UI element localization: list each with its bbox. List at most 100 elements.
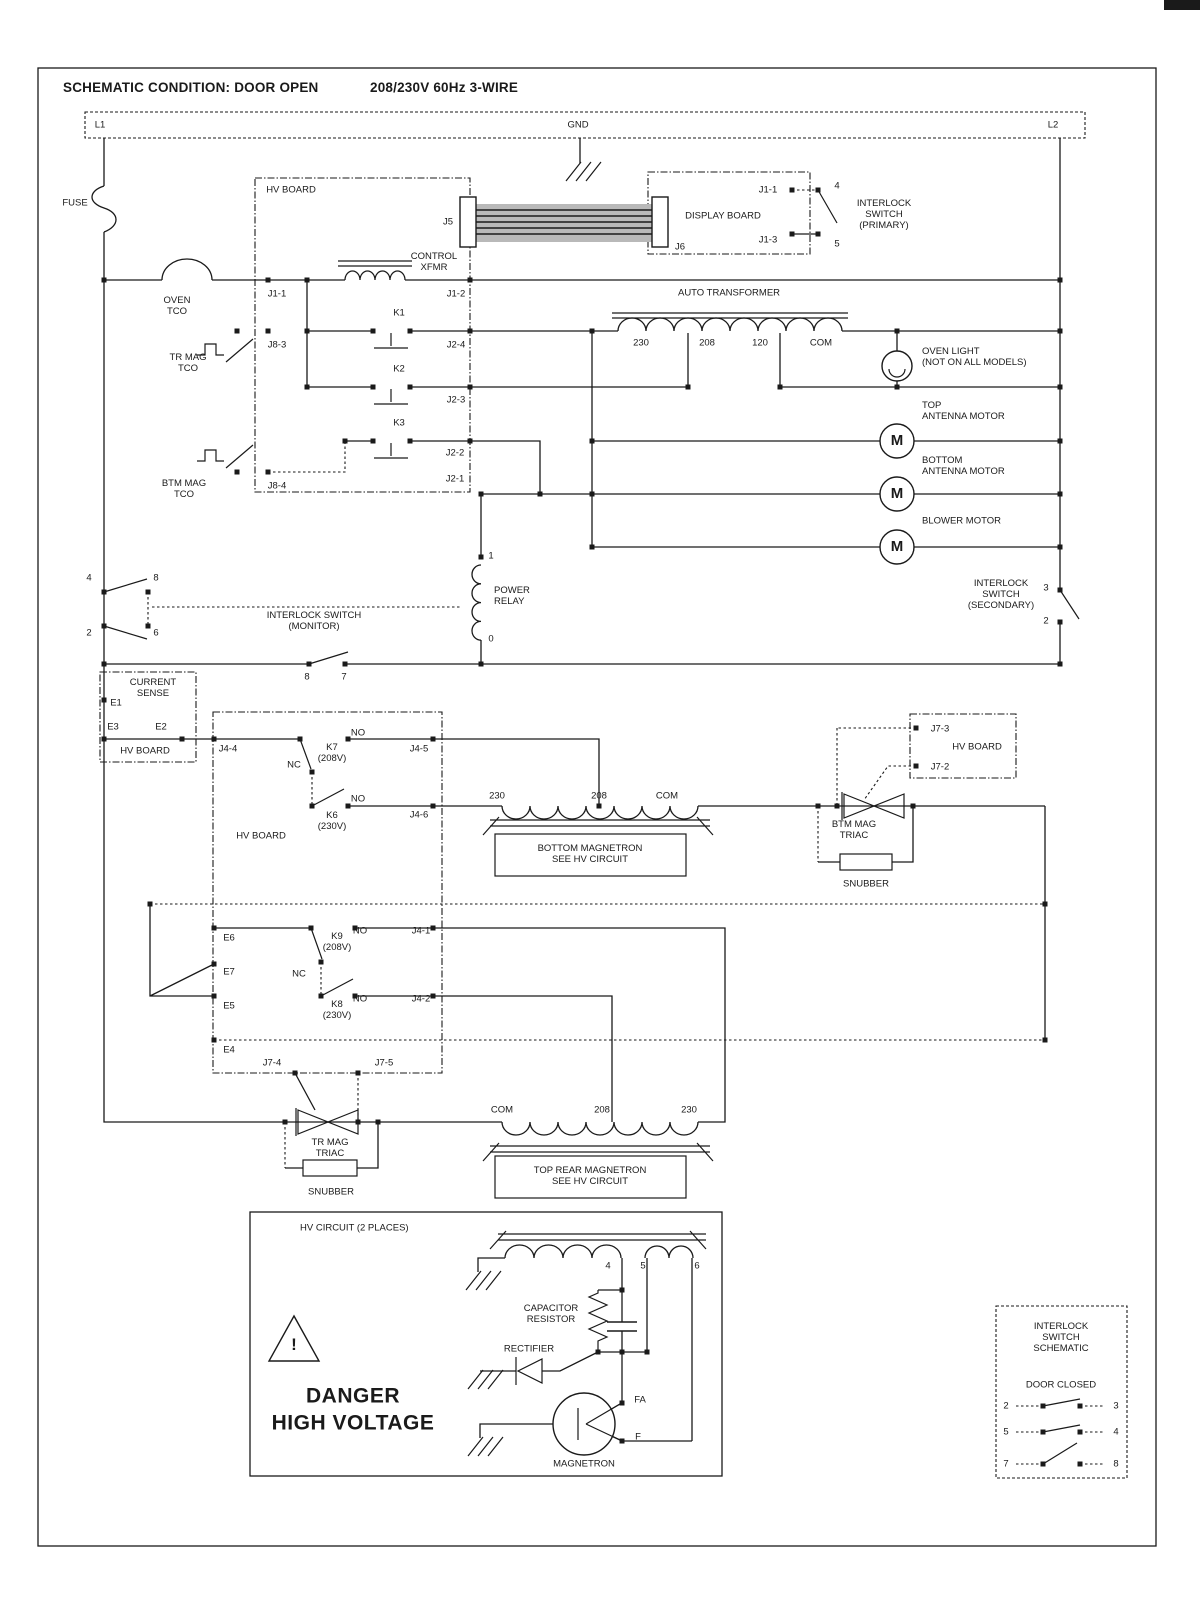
blower-motor-symbol: [879, 529, 915, 565]
label-ilk-4: 4: [86, 572, 92, 584]
label-j7-4: J7-4: [262, 1057, 282, 1069]
label-k6: K6 (230V): [317, 809, 347, 832]
label-relay-1: 1: [488, 550, 494, 562]
label-relay-0: 0: [488, 633, 494, 645]
label-auto-transformer: AUTO TRANSFORMER: [677, 287, 781, 299]
label-dc-2: 2: [1003, 1400, 1009, 1412]
label-nc-k7: NC: [287, 759, 301, 771]
label-bottom-magnetron-note: BOTTOM MAGNETRON SEE HV CIRCUIT: [537, 842, 643, 865]
label-j1-3: J1-3: [758, 234, 778, 246]
label-sec-3: 3: [1043, 582, 1049, 594]
label-dc-4: 4: [1113, 1426, 1119, 1438]
label-no-k8: NO: [352, 993, 368, 1005]
hv-circuit-box: [249, 1211, 723, 1477]
label-hv-circuit: HV CIRCUIT (2 PLACES): [300, 1222, 409, 1234]
label-primary-4: 4: [834, 180, 840, 192]
label-ilk-2: 2: [86, 627, 92, 639]
control-xfmr-coil: [344, 270, 406, 281]
label-interlock-monitor: INTERLOCK SWITCH (MONITOR): [266, 609, 362, 632]
label-at-120: 120: [752, 337, 768, 349]
label-no-k6: NO: [350, 793, 366, 805]
label-power-relay: POWER RELAY: [494, 584, 530, 607]
motor-m-2: M: [890, 485, 904, 503]
bottom-antenna-motor-symbol: [879, 476, 915, 512]
label-hv-board-1: HV BOARD: [266, 184, 316, 196]
label-ilk-6: 6: [153, 627, 159, 639]
switch-blades: [103, 189, 1081, 1465]
label-dc-5: 5: [1003, 1426, 1009, 1438]
label-f: F: [635, 1431, 641, 1443]
label-interlock-secondary: INTERLOCK SWITCH (SECONDARY): [967, 578, 1035, 612]
label-e2: E2: [155, 721, 167, 733]
label-j4-1: J4-1: [411, 925, 431, 937]
page-border-box: [37, 67, 1157, 1547]
top-antenna-motor-symbol: [879, 423, 915, 459]
bus-label-l1: L1: [94, 119, 106, 131]
warning-triangle-icon: [267, 1314, 321, 1362]
label-rectifier: RECTIFIER: [503, 1343, 555, 1355]
label-e1: E1: [110, 697, 122, 709]
label-j6: J6: [674, 241, 686, 253]
label-dc-7: 7: [1003, 1458, 1009, 1470]
label-hv-board-cs: HV BOARD: [120, 745, 170, 757]
control-xfmr-core: [338, 260, 412, 267]
label-hv-5: 5: [640, 1260, 646, 1272]
label-tr-230: 230: [681, 1104, 697, 1116]
auto-transformer-coil: [617, 317, 843, 332]
label-k8: K8 (230V): [322, 998, 352, 1021]
label-nc-k9: NC: [292, 968, 306, 980]
label-fa: FA: [634, 1394, 646, 1406]
interlock-schematic-box: [995, 1305, 1128, 1479]
label-tr-com: COM: [490, 1104, 514, 1116]
motor-m-1: M: [890, 432, 904, 450]
label-btm-mag-tco: BTM MAG TCO: [161, 477, 207, 500]
label-j7-5: J7-5: [374, 1057, 394, 1069]
top-rear-magnetron-note-box: [494, 1155, 687, 1199]
label-at-208: 208: [699, 337, 715, 349]
label-e4: E4: [223, 1044, 235, 1056]
label-bottom-antenna-motor: BOTTOM ANTENNA MOTOR: [922, 454, 1005, 477]
label-blower-motor: BLOWER MOTOR: [922, 515, 1001, 527]
snubber-box-2: [302, 1159, 358, 1177]
resistor-symbol: [587, 1290, 609, 1352]
hv-board-box-1: [254, 177, 471, 493]
label-e7: E7: [223, 966, 235, 978]
label-tr-mag-triac: TR MAG TRIAC: [311, 1136, 349, 1159]
capacitor-symbol: [607, 1321, 637, 1332]
label-k3: K3: [393, 417, 405, 429]
label-dc-3: 3: [1113, 1400, 1119, 1412]
bus-label-l2: L2: [1047, 119, 1059, 131]
label-mon-7: 7: [341, 671, 347, 683]
magnetron-electrodes: [577, 1403, 621, 1441]
tr-mag-tco-symbol: [197, 343, 224, 356]
hv-xfmr-coil: [504, 1244, 694, 1259]
wires-dotted: [147, 189, 1104, 1465]
label-k1: K1: [393, 307, 405, 319]
label-hv-6: 6: [694, 1260, 700, 1272]
motor-m-3: M: [890, 538, 904, 556]
corner-mark: [1164, 0, 1200, 10]
label-j2-4: J2-4: [446, 339, 466, 351]
label-k2: K2: [393, 363, 405, 375]
label-at-230: 230: [633, 337, 649, 349]
label-k9: K9 (208V): [322, 930, 352, 953]
warning-exclamation-icon: !: [291, 1334, 297, 1354]
wires-top: [103, 138, 1061, 1123]
bottom-magnetron-note-box: [494, 833, 687, 877]
power-relay-coil: [471, 564, 482, 641]
label-bm-230: 230: [489, 790, 505, 802]
label-tr-mag-tco: TR MAG TCO: [169, 351, 207, 374]
label-magnetron: MAGNETRON: [553, 1458, 615, 1470]
label-oven-light: OVEN LIGHT (NOT ON ALL MODELS): [922, 345, 1027, 368]
magnetron-symbol: [552, 1392, 616, 1456]
label-current-sense: CURRENT SENSE: [129, 676, 177, 699]
label-dc-8: 8: [1113, 1458, 1119, 1470]
label-e5: E5: [223, 1000, 235, 1012]
btm-mag-triac-symbol: [841, 792, 905, 820]
label-no-k7: NO: [350, 727, 366, 739]
label-top-rear-magnetron-note: TOP REAR MAGNETRON SEE HV CIRCUIT: [533, 1164, 647, 1187]
label-primary-5: 5: [834, 238, 840, 250]
label-bm-com: COM: [655, 790, 679, 802]
auto-transformer-core: [612, 312, 848, 319]
